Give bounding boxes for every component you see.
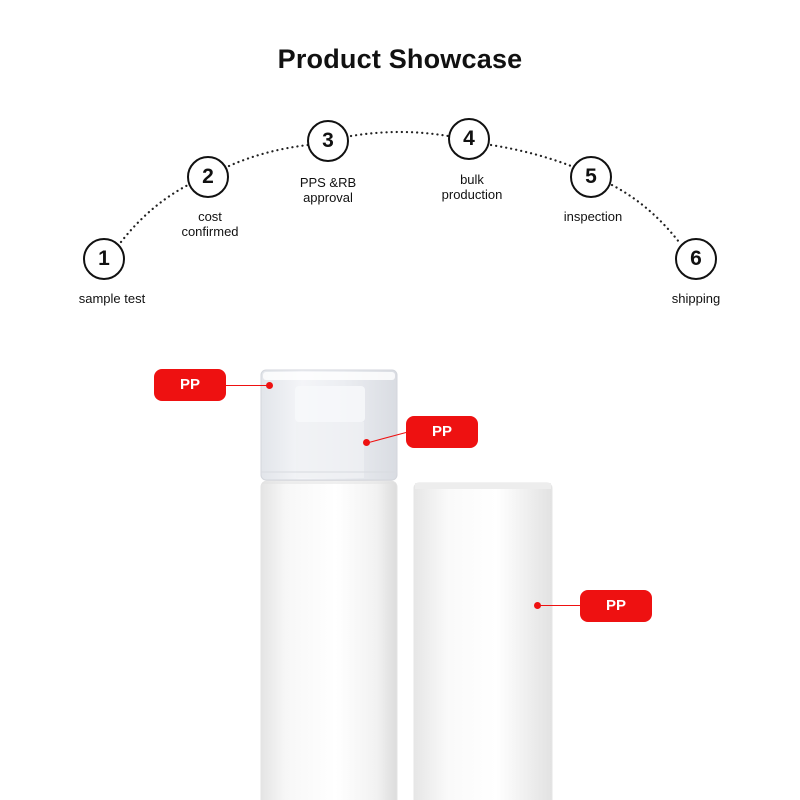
marker-dot-overcap: [266, 382, 273, 389]
step-2-label: cost confirmed: [181, 209, 239, 239]
step-4-label: bulk production: [441, 172, 503, 202]
marker-dot-pump: [363, 439, 370, 446]
step-3-label: PPS &RB approval: [299, 175, 357, 205]
step-5-circle: 5: [570, 156, 612, 198]
product-illustration: [260, 369, 553, 800]
outer-sleeve: [413, 482, 553, 800]
overcap: [260, 369, 398, 481]
leader-line-sleeve: [538, 605, 580, 606]
leader-line-overcap: [226, 385, 268, 386]
process-arc: [119, 130, 681, 244]
step-6-label: shipping: [671, 291, 721, 306]
page-title: Product Showcase: [277, 44, 523, 74]
step-4-circle: 4: [448, 118, 490, 160]
step-1-circle: 1: [83, 238, 125, 280]
marker-dot-sleeve: [534, 602, 541, 609]
step-2-circle: 2: [187, 156, 229, 198]
material-tag-overcap: PP: [154, 369, 226, 401]
step-6-circle: 6: [675, 238, 717, 280]
material-tag-sleeve: PP: [580, 590, 652, 622]
bottle-body: [260, 480, 398, 800]
step-3-circle: 3: [307, 120, 349, 162]
step-5-label: inspection: [563, 209, 623, 224]
material-tag-pump: PP: [406, 416, 478, 448]
step-1-label: sample test: [78, 291, 146, 306]
